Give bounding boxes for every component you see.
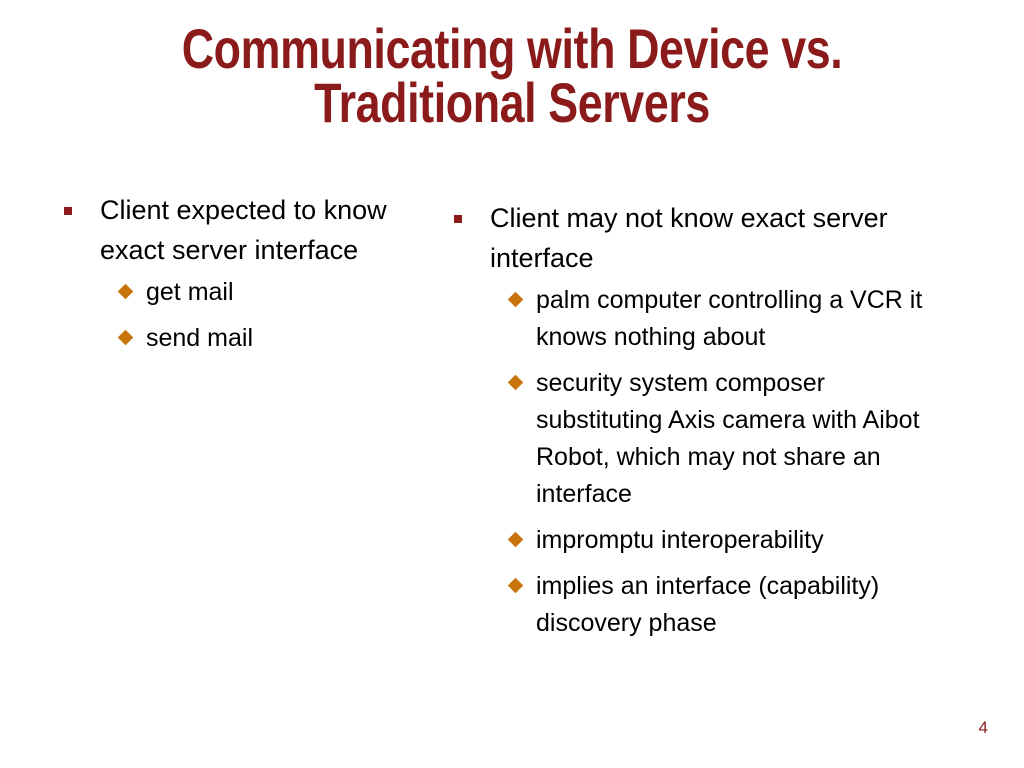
slide-title-line-2: Traditional Servers: [314, 71, 710, 134]
right-sub-point-text: palm computer controlling a VCR it knows…: [536, 286, 923, 351]
diamond-bullet-icon: [117, 329, 134, 346]
slide-title-line-1: Communicating with Device vs.: [181, 17, 843, 80]
right-sub-list: palm computer controlling a VCR it knows…: [490, 282, 952, 642]
left-sub-point-text: get mail: [146, 278, 234, 306]
diamond-bullet-icon: [507, 531, 524, 548]
left-bullet-list: Client expected to know exact server int…: [62, 190, 392, 357]
left-main-point-text: Client expected to know exact server int…: [100, 195, 387, 265]
right-main-point-text: Client may not know exact server interfa…: [490, 203, 888, 273]
left-column: Client expected to know exact server int…: [62, 190, 392, 366]
right-sub-point-text: security system composer substituting Ax…: [536, 369, 920, 508]
left-sub-point-2: send mail: [100, 320, 392, 357]
left-sub-list: get mail send mail: [100, 274, 392, 357]
left-sub-point-text: send mail: [146, 324, 253, 352]
diamond-bullet-icon: [117, 283, 134, 300]
page-number: 4: [978, 718, 988, 737]
right-sub-point-3: impromptu interoperability: [490, 522, 952, 559]
square-bullet-icon: [64, 207, 72, 215]
slide-title: Communicating with Device vs. Traditiona…: [134, 17, 889, 134]
left-main-point: Client expected to know exact server int…: [62, 190, 392, 357]
right-bullet-list: Client may not know exact server interfa…: [452, 198, 952, 642]
right-sub-point-text: implies an interface (capability) discov…: [536, 572, 880, 637]
right-sub-point-4: implies an interface (capability) discov…: [490, 568, 952, 642]
right-column: Client may not know exact server interfa…: [452, 198, 952, 651]
right-sub-point-1: palm computer controlling a VCR it knows…: [490, 282, 952, 356]
diamond-bullet-icon: [507, 291, 524, 308]
right-sub-point-text: impromptu interoperability: [536, 526, 824, 554]
diamond-bullet-icon: [507, 577, 524, 594]
right-sub-point-2: security system composer substituting Ax…: [490, 365, 952, 513]
square-bullet-icon: [454, 215, 462, 223]
left-sub-point-1: get mail: [100, 274, 392, 311]
diamond-bullet-icon: [507, 374, 524, 391]
right-main-point: Client may not know exact server interfa…: [452, 198, 952, 642]
